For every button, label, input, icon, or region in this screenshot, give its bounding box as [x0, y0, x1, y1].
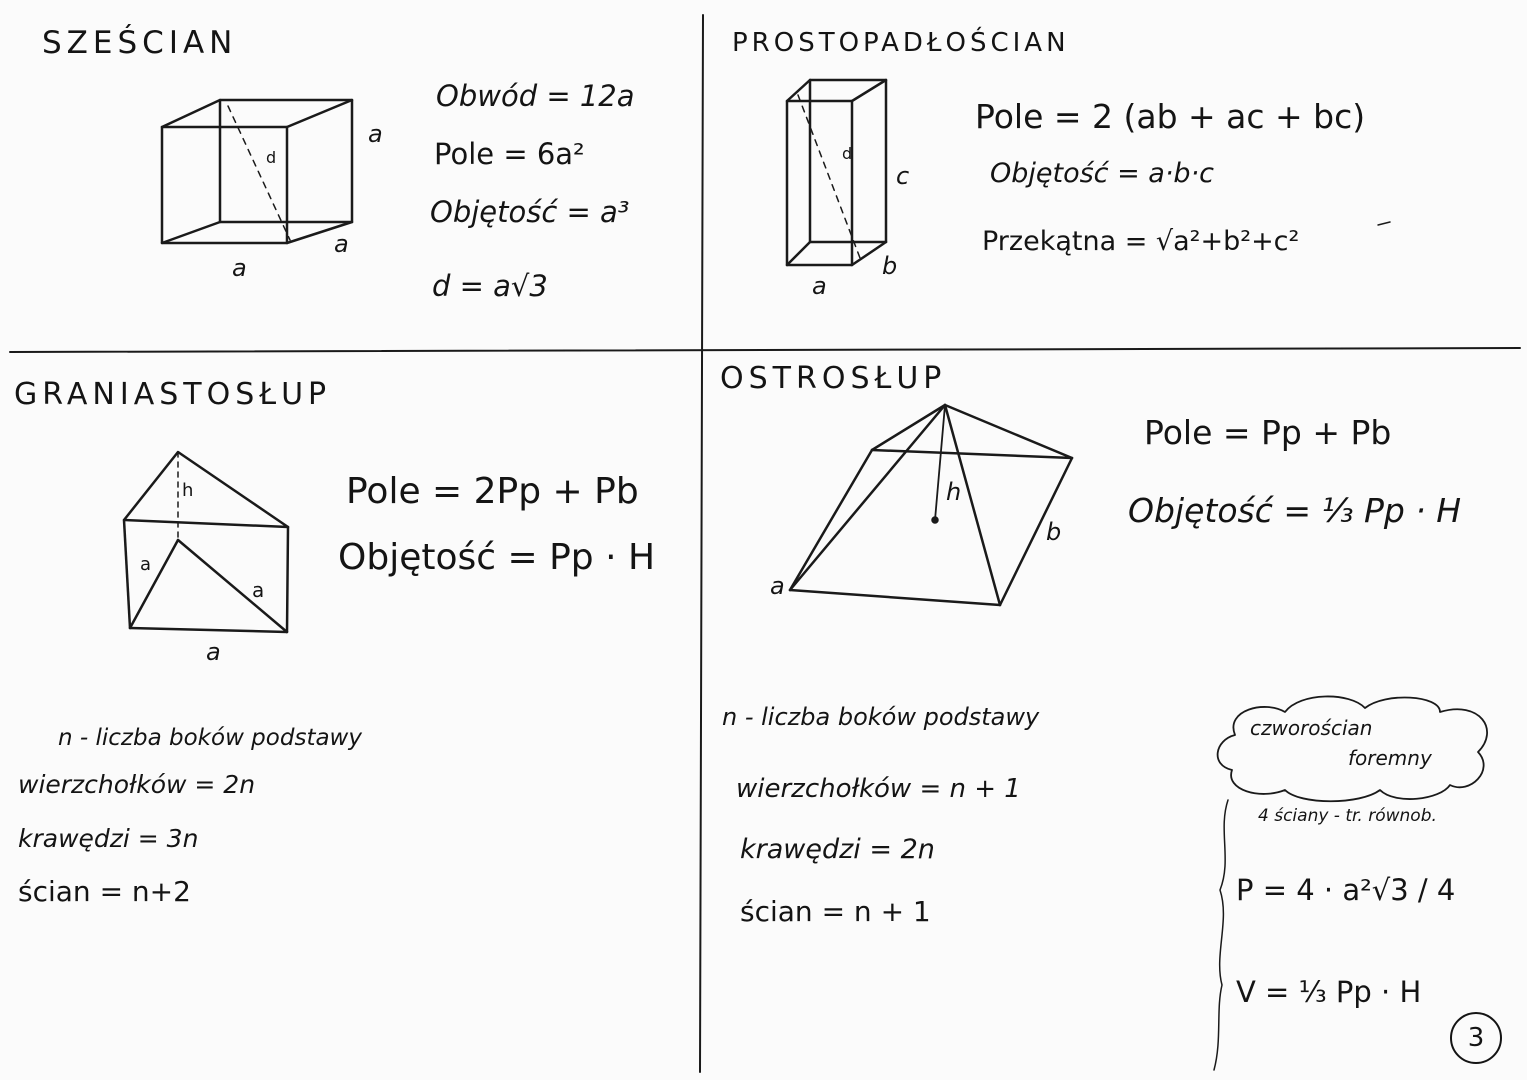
prism-label-a-right: a — [252, 578, 265, 602]
cube-area: Pole = 6a² — [434, 137, 585, 171]
brace — [1213, 799, 1229, 1071]
pyramid-label-b: b — [1046, 518, 1062, 546]
pyramid-title: OSTROSŁUP — [720, 361, 947, 396]
prism-faces: ścian = n+2 — [18, 875, 191, 908]
cloud-outline — [1216, 695, 1488, 803]
pyramid-edges: krawędzi = 2n — [740, 834, 935, 865]
cube-title: SZEŚCIAN — [42, 25, 238, 61]
pyramid-drawing — [788, 403, 1074, 607]
cuboid-label-c: c — [896, 162, 910, 190]
cuboid-volume: Objętość = a·b·c — [990, 158, 1215, 189]
cube-label-a-right: a — [368, 120, 383, 148]
pyramid-label-h: h — [946, 478, 962, 506]
prism-vertices: wierzchołków = 2n — [18, 770, 256, 799]
pyramid-area: Pole = Pp + Pb — [1144, 413, 1392, 452]
cuboid-drawing — [785, 78, 888, 267]
prism-drawing — [122, 450, 290, 634]
cuboid-title: PROSTOPADŁOŚCIAN — [732, 28, 1070, 58]
tetrahedron-cloud-line2: foremny — [1348, 746, 1432, 770]
cube-label-a-side: a — [334, 230, 349, 258]
prism-area: Pole = 2Pp + Pb — [346, 471, 639, 512]
prism-label-a-bottom: a — [206, 638, 221, 666]
cuboid-label-a: a — [812, 272, 827, 300]
pyramid-label-a: a — [770, 572, 785, 600]
cube-label-a-bottom: a — [232, 254, 247, 282]
cube-label-d: d — [266, 148, 277, 167]
pyramid-volume: Objętość = ⅓ Pp · H — [1128, 491, 1462, 530]
vertical-divider — [699, 14, 704, 1073]
horizontal-divider — [9, 347, 1521, 353]
prism-edges: krawędzi = 3n — [18, 824, 199, 853]
pyramid-vertices: wierzchołków = n + 1 — [736, 774, 1021, 804]
cuboid-diagonal: Przekątna = √a²+b²+c² — [982, 226, 1300, 257]
prism-label-a-left: a — [140, 554, 152, 575]
cuboid-area: Pole = 2 (ab + ac + bc) — [975, 97, 1366, 136]
cube-volume: Objętość = a³ — [430, 195, 630, 229]
prism-n-definition: n - liczba boków podstawy — [58, 725, 362, 751]
prism-title: GRANIASTOSŁUP — [14, 377, 332, 412]
tetrahedron-cloud-line1: czworościan — [1250, 716, 1373, 740]
pyramid-n-definition: n - liczba boków podstawy — [722, 703, 1040, 731]
tetrahedron-faces: 4 ściany - tr. równob. — [1258, 806, 1437, 826]
tetrahedron-volume: V = ⅓ Pp · H — [1236, 975, 1422, 1009]
tetrahedron-area: P = 4 · a²√3 / 4 — [1236, 873, 1456, 907]
cube-perimeter: Obwód = 12a — [436, 79, 635, 113]
page-number: 3 — [1450, 1012, 1502, 1064]
cuboid-label-b: b — [882, 252, 898, 280]
prism-volume: Objętość = Pp · H — [338, 537, 656, 578]
prism-label-h: h — [182, 480, 194, 501]
pyramid-faces: ścian = n + 1 — [740, 895, 931, 928]
cube-diagonal: d = a√3 — [432, 269, 548, 303]
cube-drawing — [160, 98, 354, 245]
cuboid-label-d: d — [842, 144, 853, 163]
